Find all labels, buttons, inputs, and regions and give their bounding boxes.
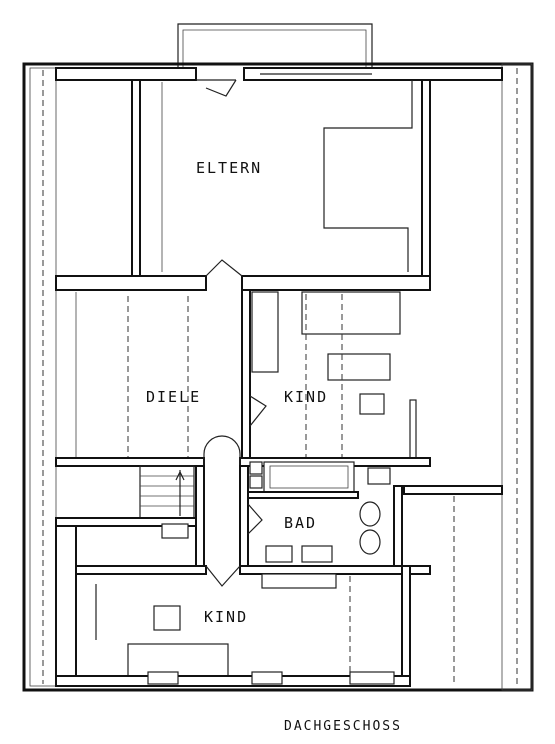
- eltern-wardrobe: [323, 80, 413, 272]
- kind-lower-desk: [153, 605, 181, 631]
- kind-lower-right-wall: [401, 565, 411, 687]
- room-label-kind-lower: KIND: [204, 608, 248, 626]
- wall-bad-top: [247, 491, 359, 499]
- right-kneewall: [501, 63, 533, 691]
- wall-diele-right: [241, 289, 251, 461]
- wall-right-storage: [403, 485, 503, 495]
- top-wall-left: [55, 67, 197, 81]
- eltern-top-door: [196, 79, 237, 97]
- bottom-window-2: [251, 671, 283, 685]
- bad-wc-sink: [367, 467, 391, 485]
- room-label-kind-upper: KIND: [284, 388, 328, 406]
- stair-arrow: [175, 470, 185, 481]
- outer-wall: [22, 62, 534, 692]
- kind-upper-door: [249, 395, 267, 427]
- bottom-wall: [55, 675, 411, 687]
- bad-sink-1: [265, 545, 293, 563]
- wall-lower-top-left: [55, 565, 207, 575]
- kind-lower-door: [205, 565, 241, 587]
- balcony-bay-inner: [182, 29, 367, 70]
- room-label-diele: DIELE: [146, 388, 201, 406]
- bad-bidet: [359, 529, 381, 555]
- bad-shelf-1: [249, 461, 263, 475]
- kind-upper-bed: [251, 291, 279, 373]
- left-kneewall: [29, 67, 57, 687]
- kind-upper-desk: [301, 291, 401, 335]
- bad-toilet: [359, 501, 381, 527]
- wall-eltern-bottom-right: [241, 275, 431, 291]
- kind-lower-shelf: [261, 573, 337, 589]
- kind-upper-shelf: [327, 353, 391, 381]
- wall-eltern-right: [421, 79, 431, 277]
- balcony-bay: [177, 23, 373, 70]
- hall-niche: [203, 435, 241, 466]
- wall-hall-left: [195, 465, 205, 567]
- kind-lower-bed: [127, 643, 229, 677]
- wall-bad-left: [239, 465, 249, 567]
- bottom-window-3: [349, 671, 395, 685]
- wall-bad-right: [393, 485, 403, 567]
- kind-lower-wall-left: [55, 525, 77, 687]
- wall-mid-left: [55, 457, 205, 467]
- wall-eltern-left: [131, 79, 141, 277]
- wall-stair-bottom: [55, 517, 197, 527]
- bad-sink-2: [301, 545, 333, 563]
- bottom-window-1: [147, 671, 179, 685]
- top-wall-right: [243, 67, 503, 81]
- room-label-bad: BAD: [284, 514, 317, 532]
- staircase: [139, 465, 195, 519]
- kind-upper-chair: [359, 393, 385, 415]
- kind-upper-radiator: [409, 399, 417, 459]
- bad-shelf-2: [249, 475, 263, 489]
- stair-sink: [161, 523, 189, 539]
- bad-tub-inner: [269, 465, 349, 489]
- wall-eltern-bottom-left: [55, 275, 207, 291]
- bad-tub: [263, 461, 355, 493]
- bad-door: [247, 503, 263, 535]
- floor-title: DACHGESCHOSS: [284, 719, 402, 734]
- room-label-eltern: ELTERN: [196, 159, 262, 177]
- eltern-door: [205, 259, 243, 277]
